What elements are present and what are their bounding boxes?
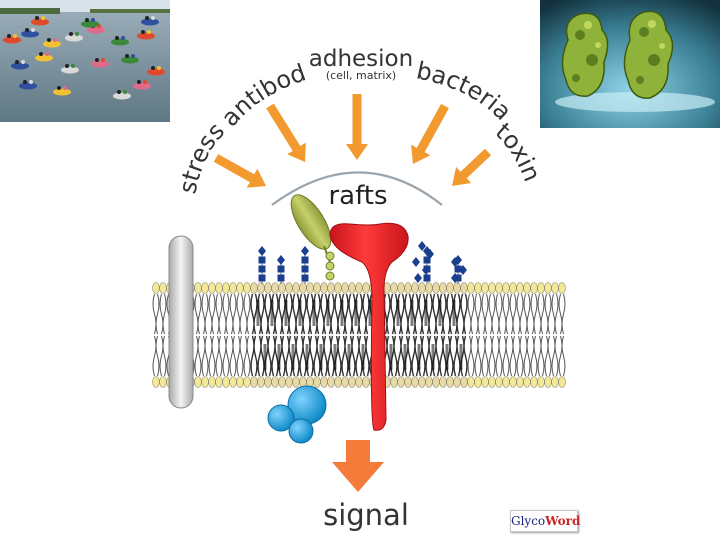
glycan-residue (278, 266, 285, 273)
stimulus-arrow (411, 104, 449, 164)
glycan-residue (259, 266, 266, 273)
logo-word: Word (545, 514, 580, 528)
receptor-protein (330, 223, 408, 430)
cytoplasmic-signaling-protein (268, 386, 326, 443)
label-bacteria: bacteria (414, 56, 517, 125)
stimulus-arrow (452, 149, 491, 186)
label-rafts: rafts (328, 181, 387, 211)
glycan-residue (302, 266, 309, 273)
label-toxin: toxin (490, 117, 546, 185)
glycan-residue (302, 257, 309, 264)
stimulus-arrow (266, 104, 306, 162)
stimulus-arrow (346, 94, 368, 160)
glycan-residue (277, 255, 285, 265)
logo-prefix: Glyco (511, 514, 545, 528)
glycan-residue (258, 246, 266, 256)
glycan-residue (278, 275, 285, 282)
stimulus-arrow (214, 154, 266, 188)
signal-arrow (332, 440, 384, 492)
label-signal: signal (323, 498, 409, 532)
glycan-residue (412, 257, 420, 267)
glycan-residue (302, 275, 309, 282)
glycan-residue (424, 275, 431, 282)
glycoword-logo: GlycoWord (510, 510, 578, 532)
glycan-residue (259, 257, 266, 264)
lipid-bilayer (153, 283, 566, 388)
glycan-residue (414, 273, 422, 283)
grey-transmembrane-protein (169, 236, 193, 408)
glycan-residue (259, 275, 266, 282)
label-antibody: antibody (0, 0, 309, 132)
glycan-residue (301, 246, 309, 256)
label-adhesion-sub: (cell, matrix) (326, 69, 396, 82)
